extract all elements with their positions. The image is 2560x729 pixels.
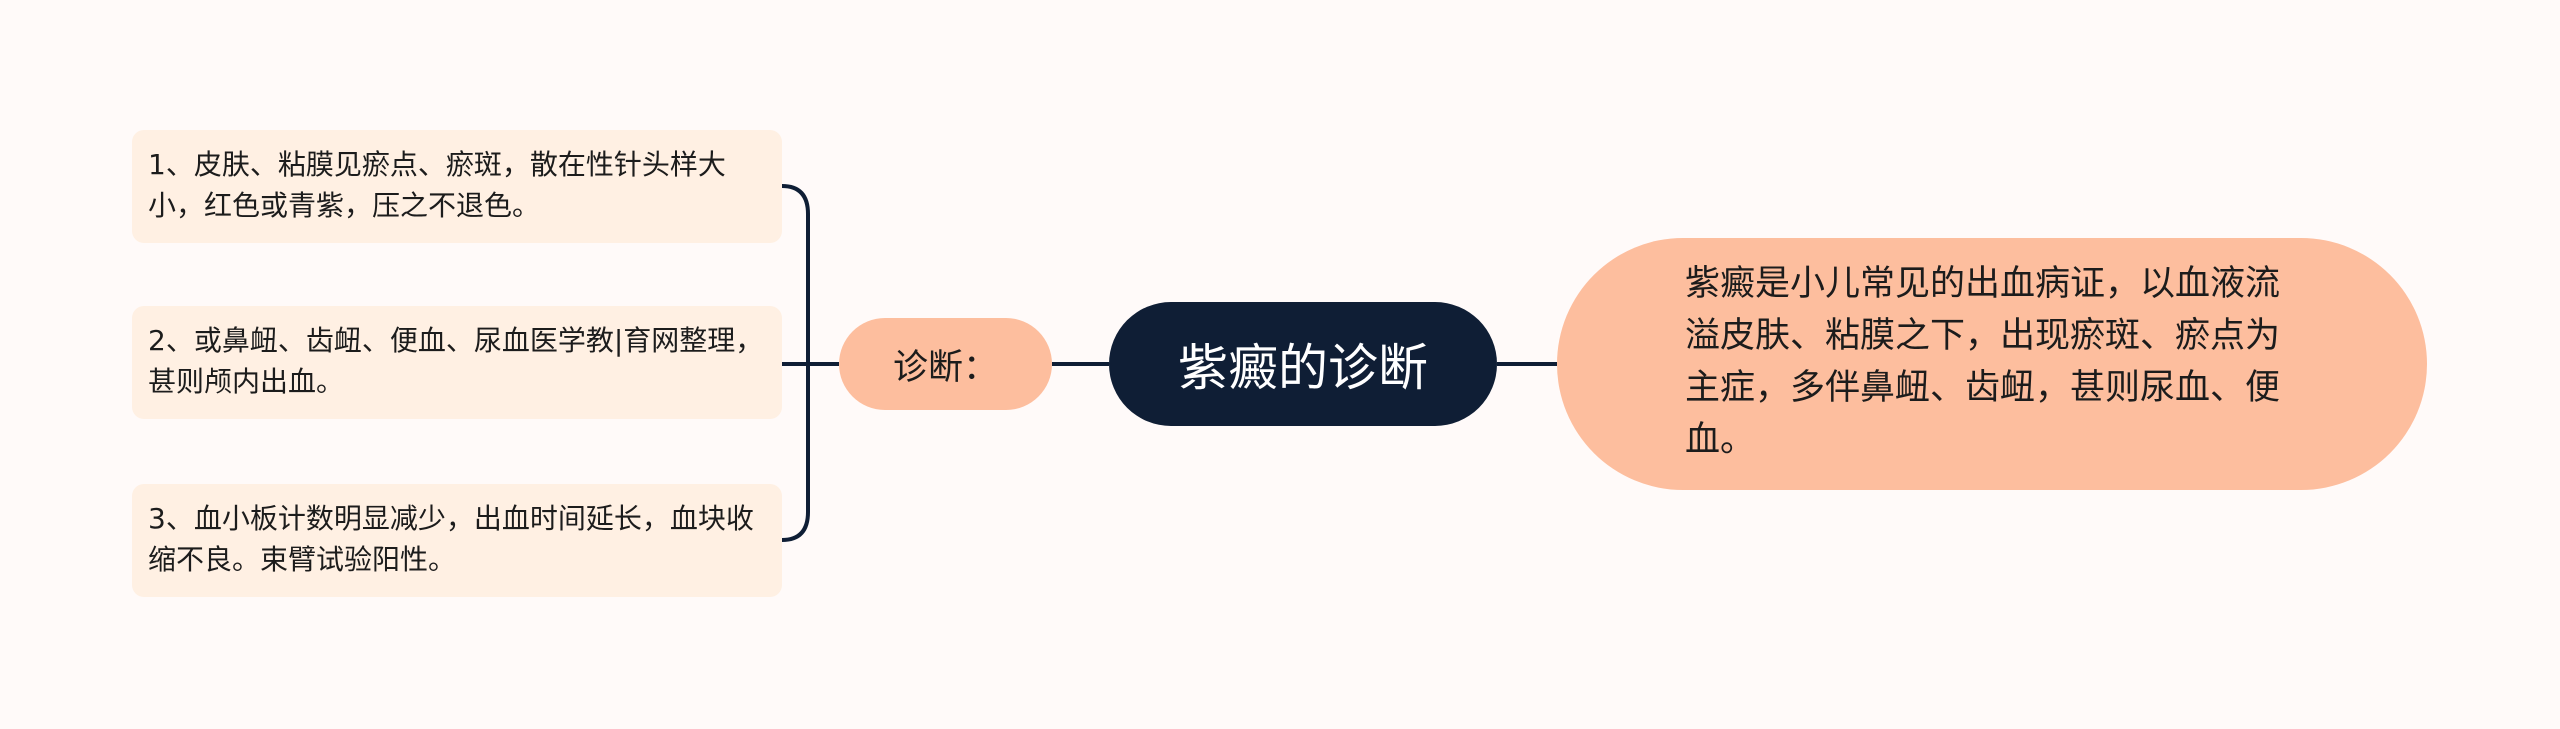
leaf-node-2[interactable]: 2、或鼻衄、齿衄、便血、尿血医学教|育网整理，甚则颅内出血。 — [132, 306, 782, 419]
leaf-node-3-text: 3、血小板计数明显减少，出血时间延长，血块收缩不良。束臂试验阳性。 — [148, 502, 754, 576]
central-topic[interactable]: 紫癜的诊断 — [1109, 302, 1497, 426]
central-topic-label: 紫癜的诊断 — [1178, 339, 1428, 397]
summary-node-text: 紫癜是小儿常见的出血病证，以血液流溢皮肤、粘膜之下，出现瘀斑、瘀点为主症，多伴鼻… — [1685, 264, 2281, 460]
leaf-node-2-text: 2、或鼻衄、齿衄、便血、尿血医学教|育网整理，甚则颅内出血。 — [148, 324, 764, 398]
leaf-node-1-text: 1、皮肤、粘膜见瘀点、瘀斑，散在性针头样大小，红色或青紫，压之不退色。 — [148, 148, 726, 222]
leaf-node-1[interactable]: 1、皮肤、粘膜见瘀点、瘀斑，散在性针头样大小，红色或青紫，压之不退色。 — [132, 130, 782, 243]
diagnosis-branch-label: 诊断： — [892, 347, 998, 388]
diagnosis-branch-node[interactable]: 诊断： — [839, 318, 1052, 410]
leaf-node-3[interactable]: 3、血小板计数明显减少，出血时间延长，血块收缩不良。束臂试验阳性。 — [132, 484, 782, 597]
summary-node[interactable]: 紫癜是小儿常见的出血病证，以血液流溢皮肤、粘膜之下，出现瘀斑、瘀点为主症，多伴鼻… — [1557, 238, 2427, 490]
